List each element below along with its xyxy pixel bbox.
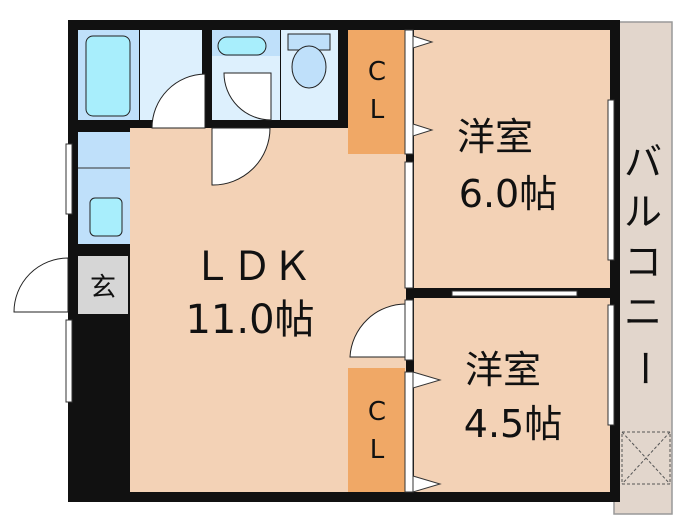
- sliding-door-room1: [404, 161, 414, 289]
- balcony-char-5: ー: [622, 349, 666, 387]
- closet-bottom-c: C: [368, 397, 386, 427]
- closet-door-top: [404, 29, 414, 155]
- entrance-label: 玄: [90, 273, 116, 303]
- door-bathroom: [151, 73, 206, 129]
- ldk-size: 11.0帖: [185, 297, 314, 343]
- window-room1: [607, 99, 615, 261]
- room2-size: 4.5帖: [464, 402, 562, 446]
- closet-door-bottom: [404, 371, 414, 493]
- closet-top: [348, 30, 405, 154]
- door-frame-room2: [404, 299, 414, 361]
- balcony-char-3: コ: [624, 240, 662, 284]
- door-toilet: [223, 72, 272, 121]
- door-entrance: [13, 257, 69, 313]
- balcony-char-4: ニ: [624, 290, 662, 334]
- toilet-bowl: [291, 45, 327, 89]
- closet-hinge-markers: [412, 35, 442, 493]
- balcony-hatch-cross: [621, 431, 671, 485]
- sliding-door-rooms: [451, 290, 578, 297]
- ldk-name: ＬＤＫ: [192, 244, 312, 290]
- window-left-1: [65, 143, 73, 215]
- western-room-1-floor: [414, 30, 610, 288]
- balcony-char-1: バ: [624, 140, 662, 184]
- western-room-2-floor: [414, 298, 610, 492]
- balcony-char-2: ル: [624, 190, 662, 234]
- window-left-2: [65, 319, 73, 403]
- closet-top-l: L: [370, 95, 385, 125]
- door-washroom: [211, 127, 271, 186]
- room1-name: 洋室: [457, 115, 533, 159]
- entrance: [78, 256, 128, 314]
- closet-bottom: [348, 368, 405, 492]
- sink: [89, 197, 123, 237]
- washbasin: [217, 36, 267, 56]
- window-room2: [607, 304, 615, 426]
- closet-bottom-l: L: [370, 435, 385, 465]
- closet-top-c: C: [368, 57, 386, 87]
- room1-size: 6.0帖: [459, 172, 557, 216]
- bathtub: [85, 35, 131, 117]
- room2-name: 洋室: [465, 348, 541, 392]
